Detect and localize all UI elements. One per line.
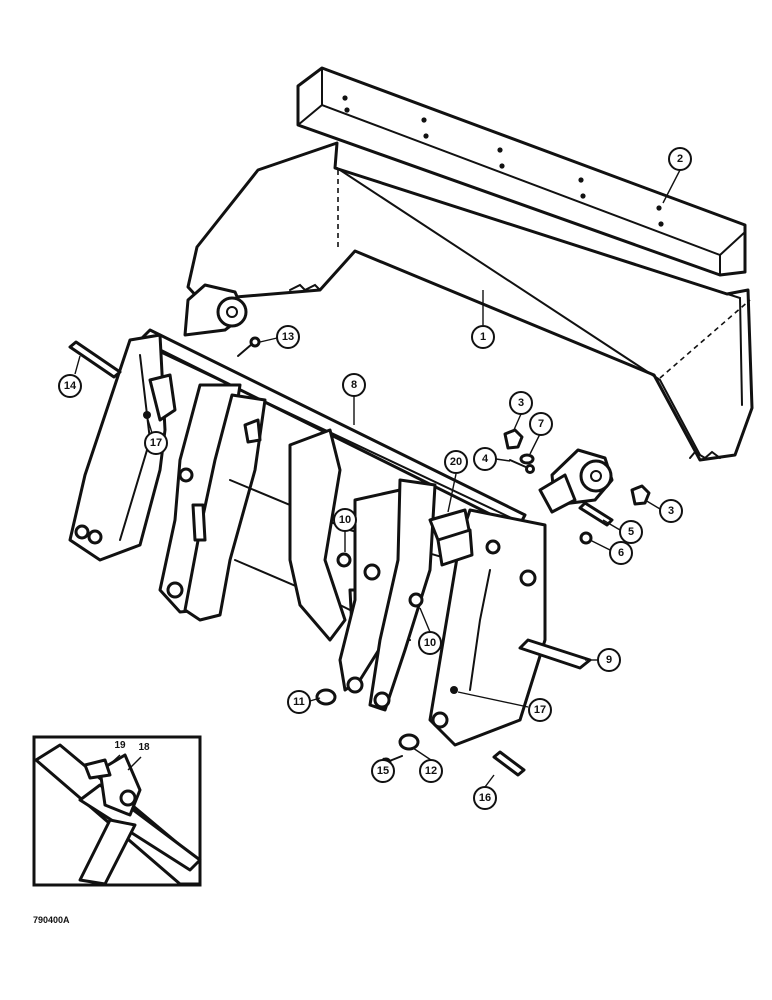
- callout-3-upper: 3: [509, 391, 533, 415]
- bucket-shell: [183, 141, 754, 514]
- callout-2: 2: [668, 147, 692, 171]
- callout-15: 15: [371, 759, 395, 783]
- callout-1: 1: [471, 325, 495, 349]
- svg-text:18: 18: [138, 742, 150, 753]
- callout-8: 8: [342, 373, 366, 397]
- callout-13: 13: [276, 325, 300, 349]
- callout-14: 14: [58, 374, 82, 398]
- svg-text:10: 10: [339, 514, 351, 526]
- svg-text:14: 14: [64, 380, 77, 392]
- callout-18: 18: [138, 742, 150, 753]
- callout-20: 20: [444, 450, 468, 474]
- svg-text:12: 12: [425, 765, 437, 777]
- callout-12: 12: [419, 759, 443, 783]
- callout-17-left: 17: [144, 431, 168, 455]
- callout-11: 11: [287, 690, 311, 714]
- callout-4: 4: [473, 447, 497, 471]
- svg-text:5: 5: [628, 526, 634, 538]
- callout-10-right: 10: [418, 631, 442, 655]
- svg-text:17: 17: [150, 437, 162, 449]
- callout-3-right: 3: [659, 499, 683, 523]
- callout-5: 5: [619, 520, 643, 544]
- svg-text:6: 6: [618, 547, 624, 559]
- attach-frame: [68, 328, 547, 747]
- hardware-parts: [68, 336, 651, 777]
- svg-text:15: 15: [377, 765, 389, 777]
- callout-9: 9: [597, 648, 621, 672]
- detail-inset: [32, 735, 202, 887]
- callout-17-right: 17: [528, 698, 552, 722]
- callout-6: 6: [609, 541, 633, 565]
- svg-text:17: 17: [534, 704, 546, 716]
- callout-19: 19: [114, 740, 126, 751]
- svg-text:16: 16: [479, 792, 491, 804]
- figure-code: 790400A: [33, 915, 70, 925]
- callout-7: 7: [529, 412, 553, 436]
- svg-text:4: 4: [482, 453, 489, 465]
- svg-text:10: 10: [424, 637, 436, 649]
- svg-text:13: 13: [282, 331, 294, 343]
- callout-16: 16: [473, 786, 497, 810]
- svg-text:20: 20: [450, 456, 462, 468]
- svg-text:3: 3: [518, 397, 524, 409]
- svg-text:19: 19: [114, 740, 126, 751]
- svg-text:3: 3: [668, 505, 674, 517]
- cutting-edge-bar: [296, 66, 747, 277]
- svg-text:9: 9: [606, 654, 612, 666]
- svg-text:7: 7: [538, 418, 544, 430]
- svg-text:11: 11: [293, 696, 305, 708]
- svg-text:8: 8: [351, 379, 357, 391]
- callout-10-left: 10: [333, 508, 357, 532]
- leader-lines: [74, 169, 681, 788]
- svg-text:2: 2: [677, 153, 683, 165]
- svg-text:1: 1: [480, 331, 486, 343]
